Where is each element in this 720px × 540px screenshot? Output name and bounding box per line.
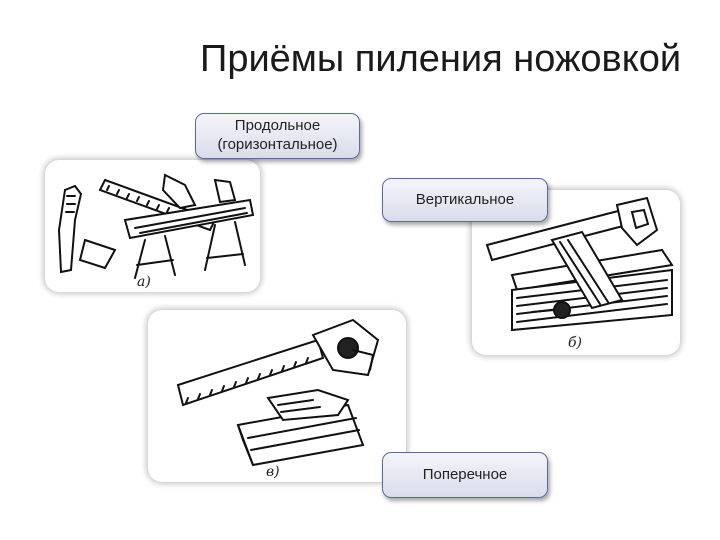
figure-vertical-sawing: б)	[472, 190, 680, 355]
figure-caption-a: а)	[137, 274, 151, 290]
label-vertical-text: Вертикальное	[415, 190, 515, 208]
label-horizontal-line2: (горизонтальное)	[217, 136, 338, 153]
label-horizontal: Продольное (горизонтальное)	[195, 113, 360, 159]
figure-caption-b: б)	[568, 335, 582, 351]
label-cross: Поперечное	[382, 452, 548, 498]
slide-title: Приёмы пиления ножовкой	[200, 38, 682, 80]
label-cross-text: Поперечное	[422, 465, 508, 483]
label-vertical: Вертикальное	[382, 178, 548, 222]
vertical-sawing-illustration: б)	[485, 196, 674, 351]
figure-cross-sawing: в)	[148, 310, 406, 482]
figure-horizontal-sawing: а)	[45, 160, 260, 292]
horizontal-sawing-illustration: а)	[57, 173, 255, 290]
figure-caption-v: в)	[266, 464, 280, 480]
cross-sawing-illustration: в)	[176, 318, 380, 480]
label-horizontal-line1: Продольное	[234, 117, 321, 135]
